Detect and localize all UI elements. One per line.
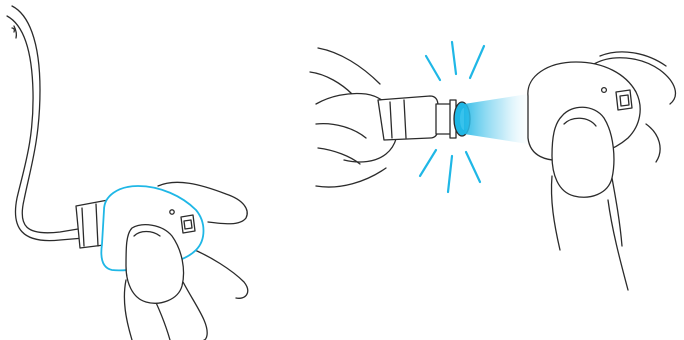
charging-cable-icon (377, 95, 457, 141)
light-beam (464, 94, 528, 144)
right-panel (309, 40, 677, 291)
charging-cable-icon (6, 5, 85, 242)
thumb-icon (550, 106, 623, 251)
left-panel (6, 5, 249, 340)
thumb-icon (123, 224, 185, 340)
hand-icon (593, 51, 677, 291)
light-rays-icon (418, 40, 486, 194)
